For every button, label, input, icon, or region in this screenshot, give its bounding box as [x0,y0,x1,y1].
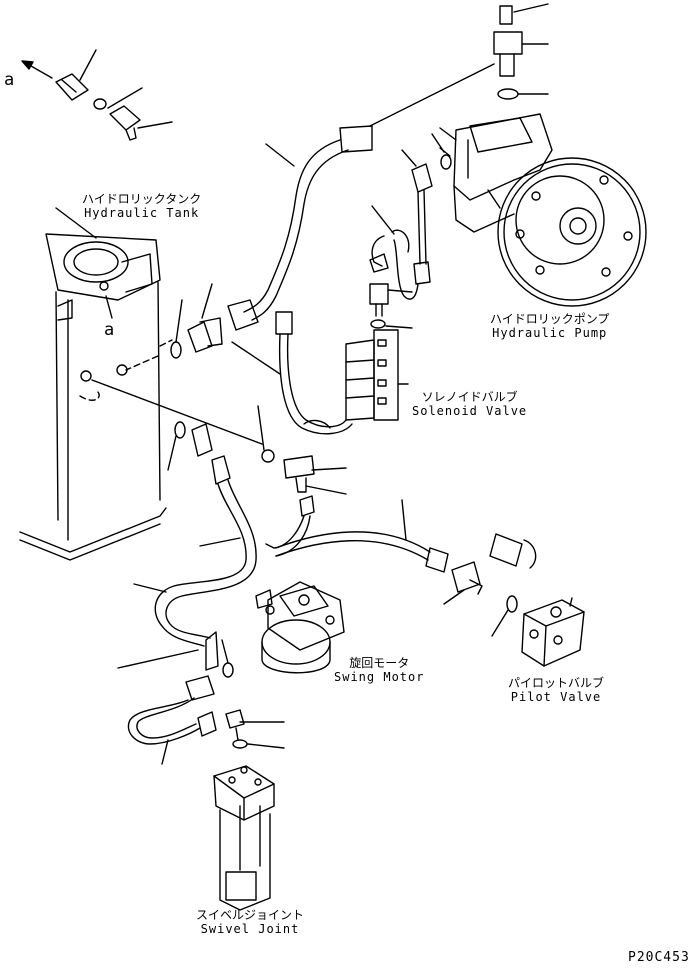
swing-motor-label-jp: 旋回モータ [349,656,410,670]
solenoid-valve-label-jp: ソレノイドバルブ [421,390,518,404]
tank-port-fittings [91,283,275,471]
top-left-fittings [55,49,173,141]
swing-motor [255,581,345,674]
swivel-joint-label-en: Swivel Joint [200,922,300,936]
tee-and-pilot-line [265,455,449,573]
reference-mark-a-tank: a [104,320,115,340]
pump-top-fittings [493,3,549,100]
reference-mark-a-top: a [4,70,15,90]
swivel-joint [213,765,275,911]
pilot-valve-label-en: Pilot Valve [510,690,602,704]
solenoid-valve-label: ソレノイドバルブ Solenoid Valve [412,390,527,418]
pilot-valve-fittings [443,533,537,637]
swivel-joint-label: スイベルジョイント Swivel Joint [196,908,304,936]
pilot-valve-label-jp: パイロットバルブ [508,676,605,690]
hydraulic-tank-label-en: Hydraulic Tank [84,206,200,220]
swing-motor-label: 旋回モータ Swing Motor [334,656,424,684]
pump-pilot-fittings [369,149,433,329]
solenoid-return-hose [231,311,353,435]
hydraulic-tank [19,207,167,561]
pump-suction-hose [227,63,495,331]
label-leaders [431,133,445,153]
solenoid-valve-label-en: Solenoid Valve [412,404,528,418]
hydraulic-tank-label: ハイドロリックタンク Hydraulic Tank [82,192,201,220]
hydraulic-pump [439,113,647,307]
hydraulic-tank-label-jp: ハイドロリックタンク [82,192,202,206]
swivel-joint-label-jp: スイベルジョイント [196,908,305,922]
hydraulic-pump-label-jp: ハイドロリックポンプ [490,312,610,326]
drain-hose [117,423,257,678]
pilot-valve-label: パイロットバルブ Pilot Valve [508,676,604,704]
swivel-joint-hose [127,675,285,765]
arrow-to-a [21,60,53,79]
solenoid-valve [345,329,409,421]
hydraulic-pump-label-en: Hydraulic Pump [492,326,608,340]
drawing-code: P20C453 [628,950,690,965]
alignment-lines [79,339,173,401]
swing-motor-label-en: Swing Motor [334,670,425,684]
hydraulic-pump-label: ハイドロリックポンプ Hydraulic Pump [490,312,609,340]
pilot-valve [521,597,585,667]
